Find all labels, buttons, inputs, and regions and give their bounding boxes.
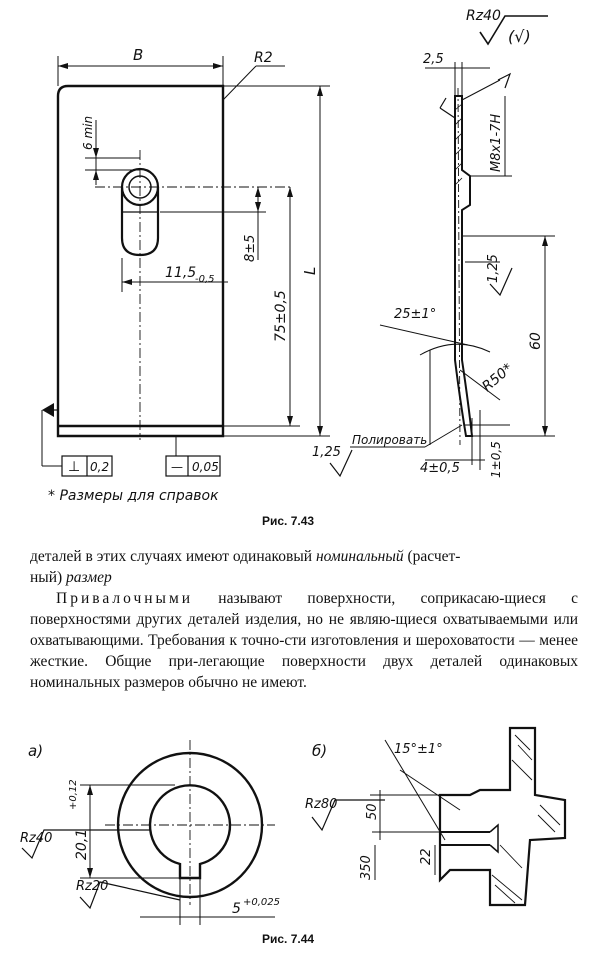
caption-7-44: Рис. 7.44 [262, 932, 315, 946]
svg-text:0,2: 0,2 [90, 460, 109, 474]
dim-350: 350 [359, 855, 374, 880]
datum-triangle [42, 403, 54, 417]
dim-m8: M8x1-7H [489, 114, 504, 172]
rz80-b: Rz80 [305, 797, 337, 812]
rz40-a: Rz40 [20, 831, 52, 846]
body-text: деталей в этих случаях имеют одинаковый … [30, 546, 578, 693]
washer-outer [116, 751, 264, 899]
label-a: а) [28, 742, 43, 760]
dim-l: L [301, 267, 319, 275]
svg-text:0,05: 0,05 [192, 460, 219, 474]
dim-r2: R2 [254, 50, 273, 66]
dim-1-25-right: 1,25 [486, 254, 501, 283]
dim-5-tol: +0,025 [243, 897, 280, 908]
dim-25deg: 25±1° [394, 307, 436, 322]
dim-11-5-tol: -0,5 [195, 274, 215, 285]
rz20-a: Rz20 [76, 879, 108, 894]
dim-r50: R50* [479, 361, 516, 395]
washer-inner [148, 784, 232, 880]
housing-section [438, 726, 567, 907]
dim-20-1-tol: +0,12 [68, 779, 79, 810]
label-b: б) [312, 742, 327, 760]
dim-b: B [133, 46, 143, 64]
dim-8pm5: 8±5 [243, 235, 258, 262]
dim-polish: Полировать [352, 433, 427, 447]
rz40-top: Rz40 [466, 8, 501, 24]
svg-text:(√): (√) [508, 27, 531, 46]
paragraph-1: деталей в этих случаях имеют одинаковый … [30, 548, 461, 586]
dim-4pm05: 4±0,5 [420, 461, 460, 476]
svg-text:⊥: ⊥ [68, 459, 80, 475]
reference-note: * Размеры для справок [48, 488, 219, 504]
flat-frame [165, 455, 221, 477]
dim-75: 75±0,5 [273, 290, 289, 342]
dim-22: 22 [419, 848, 434, 865]
dim-15deg: 15°±1° [394, 742, 443, 757]
dim-60: 60 [528, 332, 544, 350]
plate-outline [56, 84, 225, 438]
dim-50: 50 [365, 803, 380, 820]
dim-5: 5 [232, 901, 241, 917]
svg-text:—: — [171, 460, 183, 474]
dim-6min: 6 min [81, 116, 95, 150]
caption-7-43: Рис. 7.43 [262, 514, 315, 528]
figure-7-43: B R2 6 min 8±5 11,5 -0,5 75±0,5 L ⊥ 0,2 … [41, 8, 555, 504]
dim-20-1: 20,1 [74, 829, 90, 860]
dim-11-5: 11,5 [165, 265, 196, 281]
dim-1-25-left: 1,25 [312, 445, 341, 460]
dim-2-5: 2,5 [423, 52, 444, 67]
dim-1pm05: 1±0,5 [489, 441, 503, 478]
paragraph-2: Привалочными называют поверхности, сопри… [30, 590, 578, 691]
side-profile [454, 95, 474, 437]
